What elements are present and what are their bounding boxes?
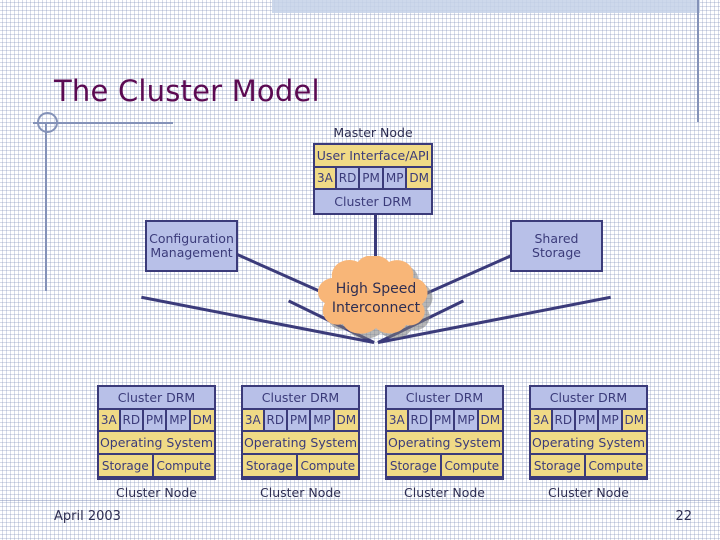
left-vertical-decoration [45, 123, 47, 291]
node3-module-mp: MP [455, 410, 477, 430]
cluster-node-1-caption: Cluster Node [116, 485, 197, 500]
node2-module-dm: DM [334, 410, 359, 430]
node3-storage-cell: Storage [387, 455, 440, 476]
node2-compute-cell: Compute [297, 455, 358, 476]
node1-module-pm: PM [143, 410, 166, 430]
node2-storage-cell: Storage [243, 455, 296, 476]
node4-cluster-drm-cell: Cluster DRM [531, 387, 646, 408]
cloud-label-line2: Interconnect [331, 299, 421, 316]
master-module-3a: 3A [315, 168, 335, 188]
node3-module-pm: PM [431, 410, 454, 430]
high-speed-interconnect-cloud: High Speed Interconnect [300, 256, 452, 348]
node3-compute-cell: Compute [441, 455, 502, 476]
node2-module-row: 3A RD PM MP DM [243, 410, 359, 430]
node3-cluster-drm-cell: Cluster DRM [387, 387, 502, 408]
node4-operating-system-cell: Operating System [531, 432, 646, 453]
node3-module-dm: DM [478, 410, 503, 430]
node2-module-rd: RD [264, 410, 286, 430]
node1-storage-cell: Storage [99, 455, 152, 476]
node3-module-3a: 3A [387, 410, 407, 430]
master-node-stack: User Interface/API 3A RD PM MP DM Cluste… [313, 143, 433, 215]
node2-operating-system-cell: Operating System [243, 432, 358, 453]
node1-module-3a: 3A [99, 410, 119, 430]
cluster-node-4-caption: Cluster Node [548, 485, 629, 500]
node1-storage-compute-row: Storage Compute [99, 455, 214, 476]
configuration-management-label-line1: Configuration [149, 230, 234, 246]
shared-storage-label-line1: Shared [534, 230, 579, 246]
footer-date: April 2003 [54, 509, 121, 524]
node4-module-3a: 3A [531, 410, 551, 430]
cluster-node-3-caption: Cluster Node [404, 485, 485, 500]
page-title: The Cluster Model [54, 74, 320, 108]
node4-module-mp: MP [599, 410, 621, 430]
circle-decoration-icon [37, 112, 58, 133]
node4-module-dm: DM [622, 410, 647, 430]
node3-module-row: 3A RD PM MP DM [387, 410, 503, 430]
footer-divider [0, 500, 720, 501]
node3-operating-system-cell: Operating System [387, 432, 502, 453]
cluster-node-2-stack: Cluster DRM 3A RD PM MP DM Operating Sys… [241, 385, 360, 480]
header-vertical-rule [697, 0, 699, 122]
node4-storage-cell: Storage [531, 455, 584, 476]
master-module-mp: MP [383, 168, 406, 188]
cloud-label-line1: High Speed [335, 281, 417, 297]
node1-operating-system-cell: Operating System [99, 432, 214, 453]
master-module-rd: RD [336, 168, 359, 188]
master-module-row: 3A RD PM MP DM [315, 168, 431, 188]
title-underline-decoration [33, 122, 173, 124]
node1-module-row: 3A RD PM MP DM [99, 410, 215, 430]
master-module-pm: PM [360, 168, 382, 188]
cloud-label: High Speed Interconnect [300, 280, 452, 318]
master-module-dm: DM [407, 168, 431, 188]
node2-cluster-drm-cell: Cluster DRM [243, 387, 358, 408]
node4-module-pm: PM [575, 410, 598, 430]
node2-module-pm: PM [287, 410, 310, 430]
node1-compute-cell: Compute [153, 455, 214, 476]
configuration-management-label-line2: Management [150, 245, 233, 260]
cluster-node-4-stack: Cluster DRM 3A RD PM MP DM Operating Sys… [529, 385, 648, 480]
node4-compute-cell: Compute [585, 455, 646, 476]
node3-storage-compute-row: Storage Compute [387, 455, 502, 476]
master-node-caption: Master Node [333, 125, 413, 140]
node3-module-rd: RD [408, 410, 430, 430]
node4-module-rd: RD [552, 410, 574, 430]
node1-module-mp: MP [167, 410, 189, 430]
node2-module-mp: MP [311, 410, 333, 430]
node1-module-dm: DM [190, 410, 215, 430]
header-accent-band [272, 0, 700, 13]
node2-storage-compute-row: Storage Compute [243, 455, 358, 476]
cluster-node-2-caption: Cluster Node [260, 485, 341, 500]
master-user-interface-cell: User Interface/API [315, 145, 431, 166]
node1-cluster-drm-cell: Cluster DRM [99, 387, 214, 408]
node4-storage-compute-row: Storage Compute [531, 455, 646, 476]
slide-page-number: 22 [675, 509, 692, 524]
configuration-management-box: Configuration Management [145, 220, 238, 272]
cluster-node-1-stack: Cluster DRM 3A RD PM MP DM Operating Sys… [97, 385, 216, 480]
shared-storage-box: Shared Storage [510, 220, 603, 272]
node2-module-3a: 3A [243, 410, 263, 430]
node4-module-row: 3A RD PM MP DM [531, 410, 647, 430]
master-cluster-drm-cell: Cluster DRM [315, 190, 431, 213]
cluster-node-3-stack: Cluster DRM 3A RD PM MP DM Operating Sys… [385, 385, 504, 480]
node1-module-rd: RD [120, 410, 142, 430]
shared-storage-label-line2: Storage [532, 245, 581, 260]
